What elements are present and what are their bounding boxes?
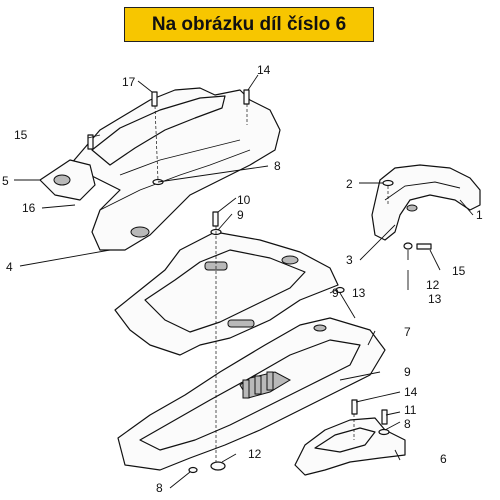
callout-11: 11 (404, 403, 417, 417)
callout-8-upper: 8 (274, 159, 281, 173)
callout-7: 7 (404, 325, 411, 339)
callout-2: 2 (346, 177, 353, 191)
callout-8-lower-right: 8 (404, 417, 411, 431)
callout-13-right: 13 (428, 292, 442, 306)
callout-3: 3 (346, 253, 353, 267)
upper-cover-part (39, 87, 281, 251)
callout-14-lower: 14 (404, 385, 418, 399)
header-title: Na obrázku díl číslo 6 (151, 13, 347, 35)
callout-16: 16 (22, 201, 36, 215)
callout-5: 5 (2, 174, 9, 188)
tray-frame-part (114, 231, 339, 356)
callout-9-lower: 9 (404, 365, 411, 379)
assembly-lines (154, 104, 389, 462)
callout-labels: 17 14 15 5 16 8 4 10 9 2 1 3 12 15 13 9 … (2, 63, 483, 495)
callout-8-bottom: 8 (156, 481, 163, 495)
callout-10: 10 (237, 193, 251, 207)
callout-12-bottom: 12 (248, 447, 262, 461)
fasteners (87, 89, 432, 474)
callout-6: 6 (440, 452, 447, 466)
under-tray-part (117, 317, 386, 471)
callout-15-left: 15 (14, 128, 28, 142)
callout-13-mid: 13 (352, 286, 366, 300)
callout-14-top: 14 (257, 63, 271, 77)
small-cover-part-6 (294, 417, 406, 476)
callout-9-mid: 9 (332, 286, 339, 300)
callout-15-right: 15 (452, 264, 466, 278)
callout-1: 1 (476, 208, 483, 222)
callout-12-right: 12 (426, 278, 440, 292)
callout-4: 4 (6, 260, 13, 274)
callout-17: 17 (122, 75, 136, 89)
header-banner: Na obrázku díl číslo 6 (124, 7, 374, 42)
callout-9-upper: 9 (237, 208, 244, 222)
leader-lines (14, 74, 474, 489)
